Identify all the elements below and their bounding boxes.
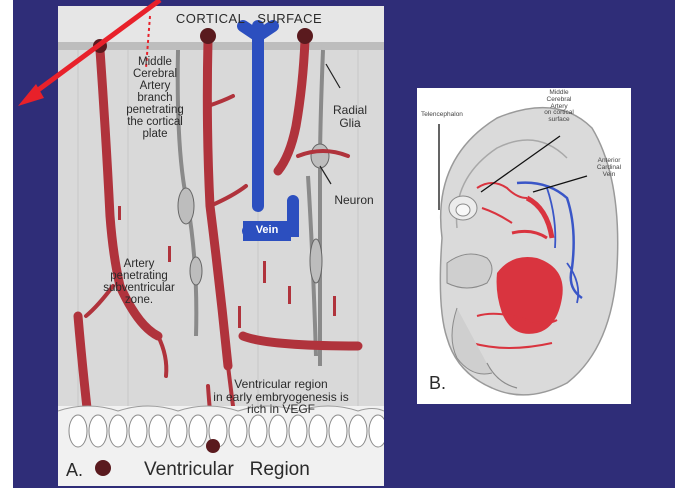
anterior-cardinal-vein-label: Anterior Cardinal Vein: [589, 158, 629, 178]
embryo-illustration: [417, 88, 631, 404]
mca-surface-label: Middle Cerebral Artery on cortical surfa…: [539, 90, 579, 124]
telencephalon-label: Telencephalon: [421, 112, 477, 119]
panel-b-embryo-diagram: Telencephalon Middle Cerebral Artery on …: [417, 88, 631, 404]
panel-b-letter: B.: [429, 374, 459, 393]
